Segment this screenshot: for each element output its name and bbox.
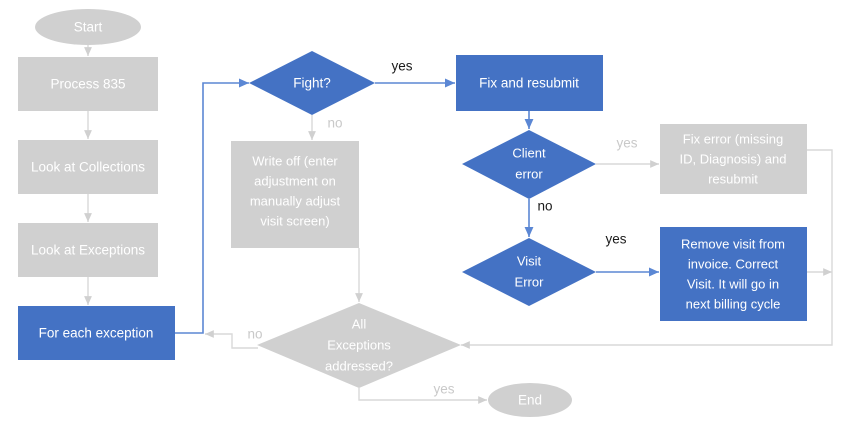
- connector-foreach-to-fight: [175, 78, 249, 334]
- client-error-diamond[interactable]: [462, 130, 596, 199]
- node-write-off[interactable]: Write off (enter adjustment on manually …: [231, 141, 359, 248]
- node-fix-and-resubmit[interactable]: Fix and resubmit: [456, 55, 603, 111]
- edge-label-fight-yes: yes: [391, 59, 412, 74]
- node-start[interactable]: Start: [35, 9, 141, 45]
- node-remove-visit[interactable]: Remove visit from invoice. Correct Visit…: [660, 227, 807, 321]
- node-fix-error[interactable]: Fix error (missing ID, Diagnosis) and re…: [660, 124, 807, 194]
- fix-and-resubmit-box[interactable]: [456, 55, 603, 111]
- fight-diamond[interactable]: [249, 51, 375, 115]
- visit-error-diamond[interactable]: [462, 238, 596, 306]
- node-look-at-collections[interactable]: Look at Collections: [18, 140, 158, 194]
- all-exceptions-addressed-diamond[interactable]: [257, 303, 461, 388]
- for-each-exception-box[interactable]: [18, 306, 175, 360]
- edge-label-visit-error-yes: yes: [605, 232, 626, 247]
- edge-label-client-error-no: no: [537, 199, 552, 214]
- process-835-box[interactable]: [18, 57, 158, 111]
- edge-label-client-error-yes: yes: [616, 136, 637, 151]
- connector-fixerror-to-allexceptions: [461, 149, 833, 349]
- end-ellipse[interactable]: [488, 383, 572, 417]
- node-visit-error[interactable]: Visit Error: [462, 238, 596, 306]
- edge-label-all-exceptions-no: no: [247, 327, 262, 342]
- node-all-exceptions-addressed[interactable]: All Exceptions addressed?: [257, 303, 461, 388]
- edge-label-fight-no: no: [327, 116, 342, 131]
- node-end[interactable]: End: [488, 383, 572, 417]
- edge-label-all-exceptions-yes: yes: [433, 382, 454, 397]
- connector-allexceptions-yes-to-end: [358, 388, 487, 404]
- connector-layer: [84, 44, 833, 404]
- remove-visit-box[interactable]: [660, 227, 807, 321]
- fix-error-box[interactable]: [660, 124, 807, 194]
- node-for-each-exception[interactable]: For each exception: [18, 306, 175, 360]
- node-fight[interactable]: Fight?: [249, 51, 375, 115]
- node-look-at-exceptions[interactable]: Look at Exceptions: [18, 223, 158, 277]
- look-at-collections-box[interactable]: [18, 140, 158, 194]
- node-process-835[interactable]: Process 835: [18, 57, 158, 111]
- write-off-box[interactable]: [231, 141, 359, 248]
- node-client-error[interactable]: Client error: [462, 130, 596, 199]
- start-ellipse[interactable]: [35, 9, 141, 45]
- connector-allexceptions-no-to-foreach: [205, 330, 258, 349]
- look-at-exceptions-box[interactable]: [18, 223, 158, 277]
